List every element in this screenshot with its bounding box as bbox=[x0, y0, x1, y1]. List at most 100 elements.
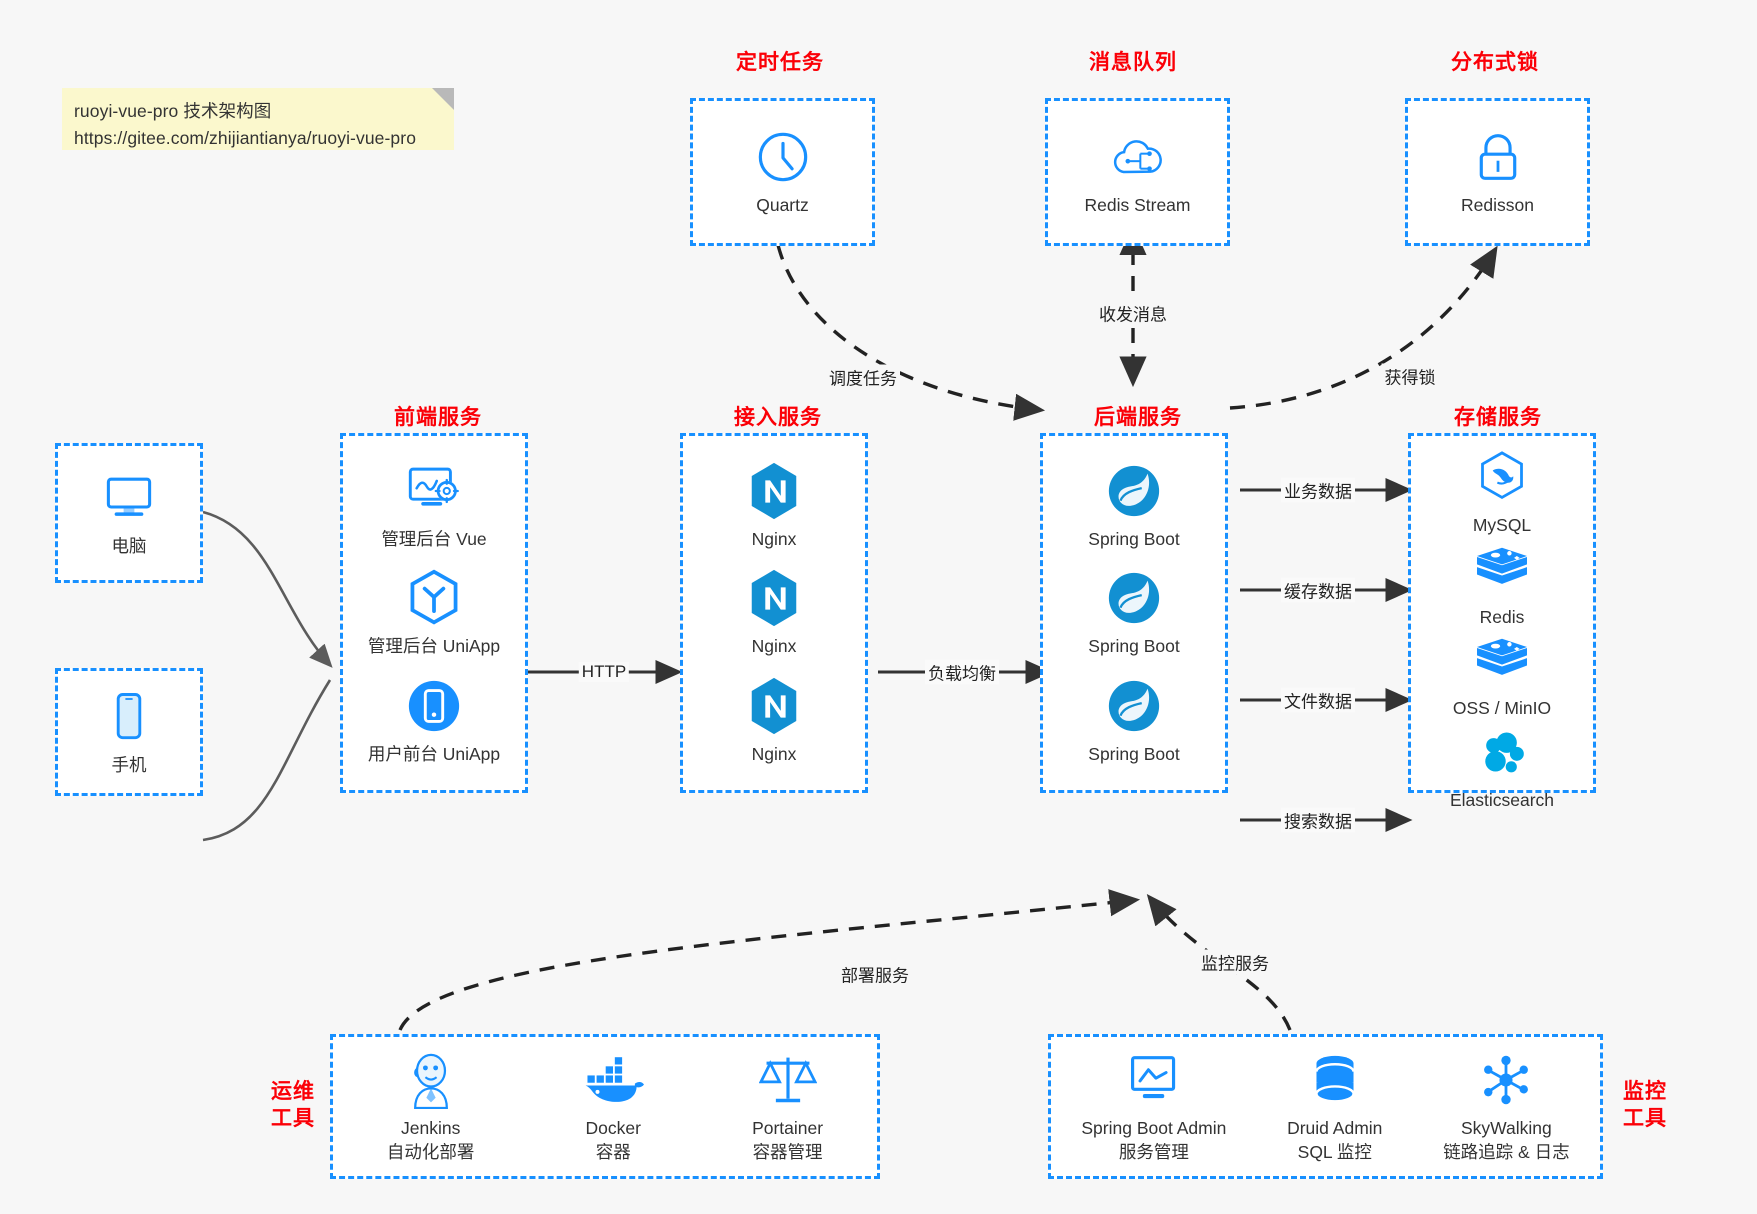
node-label: Quartz bbox=[756, 195, 809, 216]
note-fold-corner bbox=[432, 88, 454, 110]
node-label: Spring Boot bbox=[1088, 636, 1180, 657]
edge-label-schedule-task: 调度任务 bbox=[826, 364, 900, 390]
edge-label-acquire-lock: 获得锁 bbox=[1381, 363, 1439, 389]
nginx-icon bbox=[746, 460, 802, 522]
monitor-tools-line-1: 监控 bbox=[1623, 1080, 1667, 1103]
node-label: Jenkins bbox=[400, 1117, 461, 1138]
scales-icon bbox=[758, 1049, 817, 1111]
padlock-icon bbox=[1472, 126, 1524, 188]
distributed-lock-box[interactable]: Redisson bbox=[1405, 98, 1590, 246]
node-jenkins[interactable]: Jenkins 自动化部署 bbox=[386, 1049, 475, 1164]
spring-leaf-icon bbox=[1105, 675, 1163, 737]
group-header-gateway-service: 接入服务 bbox=[734, 406, 822, 429]
node-spring-boot-3[interactable]: Spring Boot bbox=[1088, 675, 1180, 767]
group-header-distributed-lock: 分布式锁 bbox=[1451, 51, 1539, 74]
node-sublabel: 容器 bbox=[595, 1141, 631, 1162]
group-header-backend-service: 后端服务 bbox=[1094, 406, 1182, 429]
backend-service-box[interactable]: Spring Boot Spring Boot Spring Boot bbox=[1040, 433, 1228, 793]
node-desktop[interactable]: 电脑 bbox=[100, 467, 158, 559]
node-nginx-2[interactable]: Nginx bbox=[746, 567, 802, 659]
edge-label-search-data: 搜索数据 bbox=[1281, 807, 1355, 833]
node-mysql[interactable]: MySQL bbox=[1473, 446, 1531, 538]
edge-label-business-data: 业务数据 bbox=[1281, 477, 1355, 503]
node-nginx-3[interactable]: Nginx bbox=[746, 675, 802, 767]
node-sublabel: 服务管理 bbox=[1118, 1141, 1189, 1162]
group-header-frontend-service: 前端服务 bbox=[394, 406, 482, 429]
node-skywalking[interactable]: SkyWalking 链路追踪 & 日志 bbox=[1443, 1049, 1570, 1164]
client-desktop-box[interactable]: 电脑 bbox=[55, 443, 203, 583]
mysql-dolphin-icon bbox=[1476, 446, 1528, 508]
node-sublabel: 自动化部署 bbox=[386, 1141, 475, 1162]
edge-label-deploy-service: 部署服务 bbox=[838, 961, 912, 987]
node-spring-boot-1[interactable]: Spring Boot bbox=[1088, 460, 1180, 552]
group-header-storage-service: 存储服务 bbox=[1454, 406, 1542, 429]
node-spring-boot-admin[interactable]: Spring Boot Admin 服务管理 bbox=[1081, 1049, 1226, 1164]
node-admin-vue[interactable]: 管理后台 Vue bbox=[381, 460, 487, 552]
message-queue-box[interactable]: Redis Stream bbox=[1045, 98, 1230, 246]
node-user-uniapp[interactable]: 用户前台 UniApp bbox=[368, 675, 500, 767]
devops-tools-line-2: 工具 bbox=[271, 1107, 315, 1131]
monitor-tools-box[interactable]: Spring Boot Admin 服务管理 Druid Admin SQL 监… bbox=[1048, 1034, 1603, 1179]
group-header-scheduled-task: 定时任务 bbox=[736, 51, 824, 74]
note-line-1: ruoyi-vue-pro 技术架构图 bbox=[74, 101, 272, 121]
storage-service-box[interactable]: MySQL Redis bbox=[1408, 433, 1596, 810]
node-portainer[interactable]: Portainer 容器管理 bbox=[752, 1049, 823, 1164]
node-admin-uniapp[interactable]: 管理后台 UniApp bbox=[368, 567, 500, 659]
edge-label-cache-data: 缓存数据 bbox=[1281, 577, 1355, 603]
devops-tools-line-1: 运维 bbox=[271, 1080, 315, 1103]
node-label: Nginx bbox=[751, 743, 797, 764]
clock-icon bbox=[754, 126, 812, 188]
redis-stack-icon bbox=[1473, 538, 1531, 600]
node-redisson[interactable]: Redisson bbox=[1461, 126, 1534, 218]
gateway-service-box[interactable]: Nginx Nginx Nginx bbox=[680, 433, 868, 793]
monitor-tools-line-2: 工具 bbox=[1623, 1107, 1667, 1131]
node-quartz[interactable]: Quartz bbox=[754, 126, 812, 218]
devops-tools-box[interactable]: Jenkins 自动化部署 Docker 容器 bbox=[330, 1034, 880, 1179]
spring-leaf-icon bbox=[1105, 567, 1163, 629]
edge-label-load-balance: 负载均衡 bbox=[925, 659, 999, 685]
redis-stack-icon bbox=[1473, 629, 1531, 691]
node-sublabel: 容器管理 bbox=[752, 1141, 823, 1162]
cloud-network-icon bbox=[1107, 126, 1167, 188]
node-label: OSS / MinIO bbox=[1452, 698, 1552, 719]
node-oss-minio[interactable]: OSS / MinIO bbox=[1453, 629, 1551, 721]
jenkins-butler-icon bbox=[404, 1049, 458, 1111]
node-mobile[interactable]: 手机 bbox=[111, 686, 147, 778]
node-label: 手机 bbox=[111, 755, 147, 776]
edge-label-http: HTTP bbox=[578, 662, 630, 682]
sticky-note: ruoyi-vue-pro 技术架构图 https://gitee.com/zh… bbox=[62, 88, 454, 150]
node-label: Elasticsearch bbox=[1449, 789, 1555, 810]
node-elasticsearch[interactable]: Elasticsearch bbox=[1450, 721, 1554, 813]
node-label: Druid Admin bbox=[1287, 1117, 1383, 1138]
database-cylinder-icon bbox=[1310, 1049, 1360, 1111]
node-sublabel: 链路追踪 & 日志 bbox=[1443, 1141, 1570, 1162]
client-mobile-box[interactable]: 手机 bbox=[55, 668, 203, 796]
node-redis-stream[interactable]: Redis Stream bbox=[1084, 126, 1191, 218]
frontend-service-box[interactable]: 管理后台 Vue 管理后台 UniApp 用户前台 UniApp bbox=[340, 433, 528, 793]
monitor-gear-icon bbox=[403, 460, 465, 522]
hexagon-uniapp-icon bbox=[405, 567, 463, 629]
spring-leaf-icon bbox=[1105, 460, 1163, 522]
node-redis[interactable]: Redis bbox=[1473, 538, 1531, 630]
node-label: 管理后台 UniApp bbox=[367, 636, 501, 657]
node-druid-admin[interactable]: Druid Admin SQL 监控 bbox=[1287, 1049, 1382, 1164]
nginx-icon bbox=[746, 567, 802, 629]
node-label: Spring Boot Admin bbox=[1081, 1117, 1227, 1138]
node-label: Portainer bbox=[752, 1117, 824, 1138]
node-label: 管理后台 Vue bbox=[381, 528, 487, 549]
node-spring-boot-2[interactable]: Spring Boot bbox=[1088, 567, 1180, 659]
group-header-devops-tools: 运维 工具 bbox=[258, 1078, 328, 1133]
phone-circle-icon bbox=[405, 675, 463, 737]
edge-label-file-data: 文件数据 bbox=[1281, 687, 1355, 713]
nginx-icon bbox=[746, 675, 802, 737]
node-label: MySQL bbox=[1472, 515, 1532, 535]
scheduled-task-box[interactable]: Quartz bbox=[690, 98, 875, 246]
node-nginx-1[interactable]: Nginx bbox=[746, 460, 802, 552]
node-label: Redis Stream bbox=[1084, 195, 1191, 216]
node-label: 电脑 bbox=[111, 536, 147, 557]
node-label: Nginx bbox=[751, 636, 797, 657]
node-label: Nginx bbox=[751, 528, 797, 549]
mobile-phone-icon bbox=[111, 686, 147, 748]
node-graph-icon bbox=[1478, 1049, 1534, 1111]
node-docker[interactable]: Docker 容器 bbox=[582, 1049, 645, 1164]
